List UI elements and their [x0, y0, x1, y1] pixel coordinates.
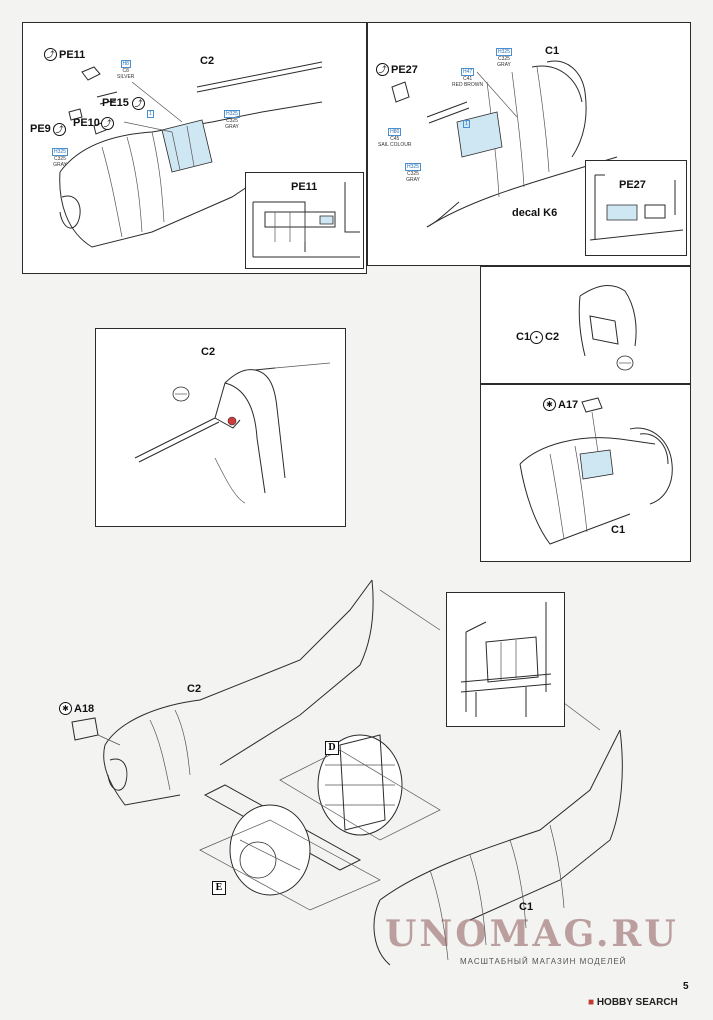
- step-6-part-a18: A18: [74, 703, 95, 715]
- paint-ref: C325: [54, 156, 66, 162]
- step-1-color-gray-a: H325 C325 GRAY: [224, 110, 240, 130]
- paint-name: GRAY: [53, 162, 67, 168]
- step-4-panel: [480, 266, 691, 384]
- step-4-join-icon: •: [530, 331, 543, 344]
- step-1-pe11-bend-icon: ⤴: [44, 48, 57, 61]
- paint-code: H325: [224, 110, 240, 118]
- step-3-panel: [95, 328, 346, 527]
- paint-code: H325: [405, 163, 421, 171]
- step-5-part-c1: C1: [611, 524, 626, 536]
- paint-name: GRAY: [406, 177, 420, 183]
- paint-code: H8: [120, 60, 131, 68]
- hobby-search-logo: ■ HOBBY SEARCH: [588, 997, 678, 1008]
- step-1-step-tag: 1: [147, 110, 154, 118]
- step-6-glue-icon: ✱: [59, 702, 72, 715]
- watermark-tagline: МАСШТАБНЫЙ МАГАЗИН МОДЕЛЕЙ: [460, 957, 627, 966]
- step-5-fuselage-drawing: [519, 397, 673, 545]
- step-1-part-pe15: PE15: [102, 97, 129, 109]
- step-6-inset-drawing: [460, 602, 552, 717]
- step-1-part-pe10: PE10: [73, 117, 100, 129]
- step-4-part-c2: C2: [545, 331, 560, 343]
- step-2-color-red-brown: H47 C41 RED BROWN: [452, 68, 483, 88]
- step-3-part-c2: C2: [201, 346, 216, 358]
- paint-ref: C45: [390, 136, 400, 142]
- step-2-color-gray-top: H325 C325 GRAY: [496, 48, 512, 68]
- step-3-fuselage-drawing: [134, 362, 331, 504]
- step-2-fuselage-drawing: [391, 60, 618, 228]
- paint-name: RED BROWN: [452, 82, 484, 88]
- paint-code: H80: [388, 128, 402, 136]
- hobby-search-mark-icon: ■: [588, 997, 595, 1008]
- step-2-decal-k6: decal K6: [512, 207, 558, 219]
- step-5-glue-icon: ✱: [543, 398, 556, 411]
- step-1-part-c2: C2: [200, 55, 215, 67]
- paint-ref: C41: [462, 76, 473, 82]
- step-1-inset-label: PE11: [291, 181, 318, 193]
- step-2-color-sail: H80 C45 SAIL COLOUR: [378, 128, 411, 148]
- hobby-search-text: HOBBY SEARCH: [596, 997, 678, 1008]
- step-1-fuselage-drawing: [59, 61, 323, 248]
- step-1-pe9-bend-icon: ⤴: [53, 123, 66, 136]
- step-2-color-gray-bottom: H325 C325 GRAY: [405, 163, 421, 183]
- page-number: 5: [683, 981, 689, 992]
- paint-name: GRAY: [225, 124, 239, 130]
- step-6-subassembly-d: D: [325, 741, 339, 755]
- step-1-part-pe11: PE11: [59, 49, 86, 61]
- paint-ref: C325: [226, 118, 238, 124]
- paint-name: SILVER: [117, 74, 135, 80]
- paint-name: GRAY: [497, 62, 511, 68]
- step-number: 1: [147, 110, 154, 118]
- step-2-part-c1: C1: [545, 45, 560, 57]
- step-1-part-pe9: PE9: [30, 123, 51, 135]
- paint-code: H47: [460, 68, 475, 76]
- paint-ref: C8: [122, 68, 129, 74]
- step-2-inset-label: PE27: [619, 179, 646, 191]
- paint-code: H325: [52, 148, 68, 156]
- step-1-inset-drawing: [252, 182, 360, 258]
- paint-name: SAIL COLOUR: [378, 142, 412, 148]
- paint-ref: C325: [498, 56, 510, 62]
- step-2-step-tag: 1: [463, 120, 470, 128]
- step-1-color-silver: H8 C8 SILVER: [117, 60, 134, 80]
- step-2-part-pe27: PE27: [391, 64, 418, 76]
- step-5-part-a17: A17: [558, 399, 579, 411]
- step-1-color-gray-b: H325 C325 GRAY: [52, 148, 68, 168]
- paint-ref: C325: [407, 171, 419, 177]
- step-1-pe10-bend-icon: ⤴: [101, 117, 114, 130]
- step-6-assembly-drawing: [71, 579, 623, 966]
- step-2-pe27-bend-icon: ⤴: [376, 63, 389, 76]
- step-4-part-c1: C1: [516, 331, 531, 343]
- watermark-brand: UNOMAG.RU: [385, 913, 679, 955]
- step-6-subassembly-e: E: [212, 881, 226, 895]
- step-6-part-c2: C2: [187, 683, 202, 695]
- step-number: 1: [463, 120, 470, 128]
- paint-code: H325: [496, 48, 512, 56]
- step-4-fuselage-drawing: [578, 285, 637, 371]
- step-2-inset-drawing: [589, 174, 684, 241]
- step-1-pe15-bend-icon: ⤴: [132, 97, 145, 110]
- step-6-part-c1: C1: [519, 901, 534, 913]
